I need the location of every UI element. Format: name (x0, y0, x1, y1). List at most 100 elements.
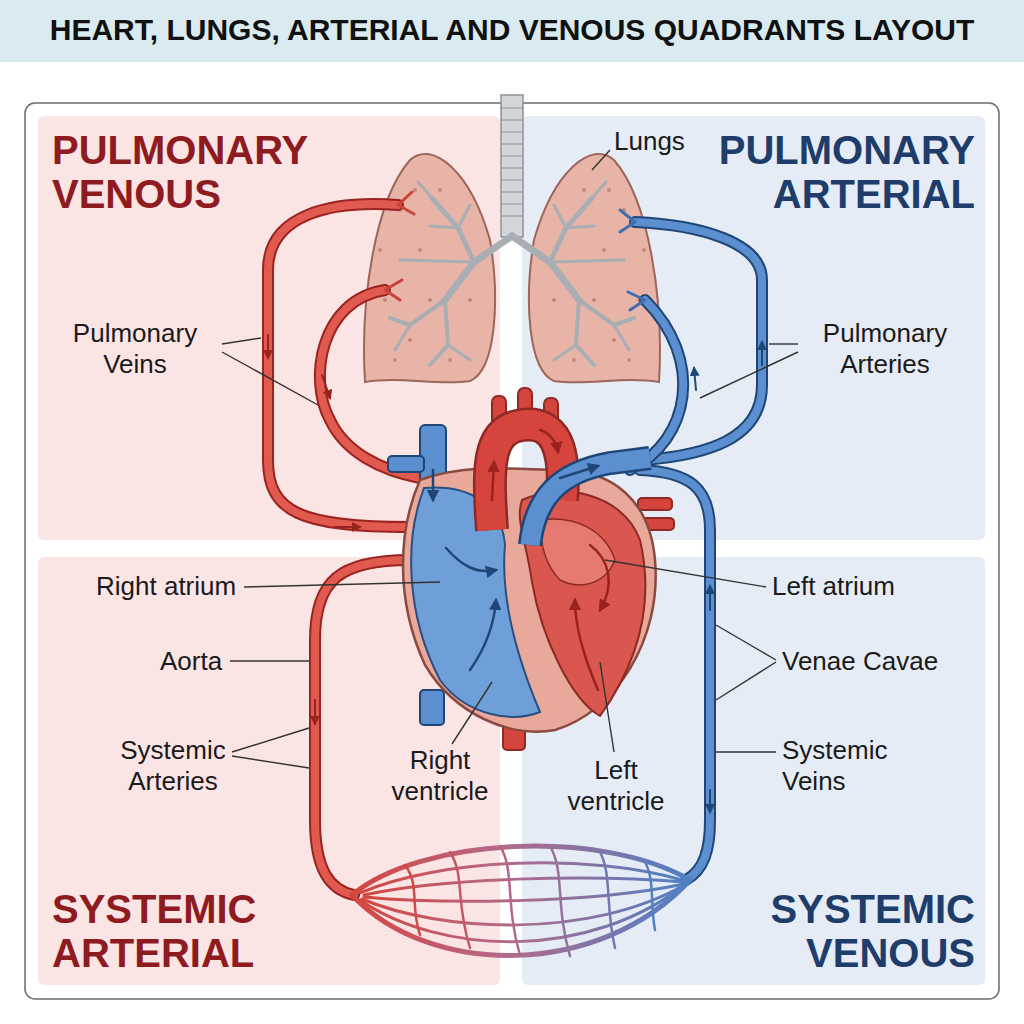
trachea (501, 108, 523, 216)
part-label: Aorta (160, 646, 222, 677)
systemic-artery (314, 700, 316, 724)
trachea (501, 180, 523, 181)
capillary-bed (362, 884, 686, 925)
capillary-bed (352, 846, 690, 956)
systemic-vein (709, 586, 711, 610)
trachea (501, 144, 523, 145)
capillary-bed (352, 846, 690, 895)
trachea (501, 95, 523, 237)
leader-line (222, 338, 261, 344)
pulmonary-arteries (635, 222, 762, 460)
leader-line (222, 352, 318, 405)
pulmonary-veins (320, 290, 420, 478)
pulmonary-veins (268, 204, 410, 527)
pulmonary-arteries (694, 368, 696, 390)
pulmonary-veins (320, 290, 420, 478)
pulmonary-arteries (620, 210, 762, 470)
pulmonary-veins (268, 204, 410, 527)
trachea (501, 204, 523, 205)
trachea (501, 192, 523, 193)
page-title: HEART, LUNGS, ARTERIAL AND VENOUS QUADRA… (50, 13, 975, 47)
pulmonary-arteries (620, 210, 645, 310)
pulmonary-arteries (635, 222, 762, 460)
trachea (501, 156, 523, 157)
trachea (501, 95, 523, 237)
heart (388, 388, 674, 750)
heart (433, 430, 609, 690)
leader-line (244, 582, 440, 587)
leader-line (716, 625, 776, 660)
capillary-bed (360, 882, 688, 942)
frame (25, 103, 999, 999)
part-label: Right atrium (96, 571, 236, 602)
part-label: Lungs (614, 126, 685, 157)
heart (492, 462, 494, 500)
systemic-artery (315, 560, 410, 895)
systemic-artery (315, 560, 410, 895)
heart (530, 458, 650, 545)
part-label: Right ventricle (380, 745, 500, 807)
part-label: Pulmonary Arteries (800, 318, 970, 380)
leader-line (232, 756, 309, 768)
capillary-bed (364, 884, 684, 901)
leader-line (222, 150, 798, 768)
leader-line (592, 150, 610, 170)
heart (560, 466, 598, 478)
heart (540, 519, 615, 585)
title-bar (0, 0, 1024, 62)
heart (446, 548, 496, 571)
heart (388, 456, 424, 472)
heart (470, 600, 496, 670)
leader-line (600, 662, 614, 752)
leader-line (716, 662, 776, 700)
systemic-vein (709, 790, 711, 812)
part-label: Pulmonary Veins (50, 318, 220, 380)
lungs (364, 154, 660, 383)
pulmonary-arteries (630, 300, 683, 470)
part-label: Systemic Veins (782, 735, 912, 797)
lungs (364, 154, 512, 383)
leader-line (452, 682, 492, 744)
quadrant-heading: PULMONARY VENOUS (52, 128, 382, 216)
pulmonary-veins (335, 526, 360, 528)
trachea (501, 132, 523, 133)
capillary-bed (405, 846, 655, 956)
quadrant-heading: PULMONARY ARTERIAL (645, 128, 975, 216)
lungs (512, 154, 660, 383)
quadrant-heading: SYSTEMIC ARTERIAL (52, 887, 382, 975)
pulmonary-veins (322, 375, 330, 398)
quadrant-panel: SYSTEMIC VENOUS (522, 557, 985, 985)
trachea (501, 168, 523, 169)
pulmonary-arteries (630, 300, 683, 470)
leader-line (230, 660, 309, 661)
leader-line (605, 560, 766, 587)
leader-line (769, 343, 798, 344)
part-label: Left atrium (772, 571, 895, 602)
frame (25, 103, 999, 999)
capillary-bed (352, 880, 690, 955)
trachea (501, 120, 523, 121)
trachea (501, 108, 523, 109)
leader-line (232, 728, 309, 752)
heart (638, 498, 672, 510)
heart (432, 470, 435, 500)
pulmonary-veins (268, 192, 420, 527)
heart (575, 600, 598, 690)
quadrant-ground (38, 116, 985, 985)
title-bar (0, 0, 1024, 62)
part-label: Systemic Arteries (98, 735, 248, 797)
pulmonary-arteries (761, 342, 763, 365)
heart (420, 690, 444, 725)
quadrant-heading: SYSTEMIC VENOUS (645, 887, 975, 975)
pulmonary-veins (267, 335, 269, 358)
heart (590, 545, 609, 610)
leader-line (700, 352, 798, 398)
heart (540, 430, 558, 452)
part-label: Venae Cavae (782, 646, 938, 677)
part-label: Left ventricle (556, 755, 676, 817)
trachea (501, 216, 523, 217)
pulmonary-veins (385, 192, 414, 300)
systemic-artery (315, 560, 410, 895)
heart (530, 458, 650, 545)
